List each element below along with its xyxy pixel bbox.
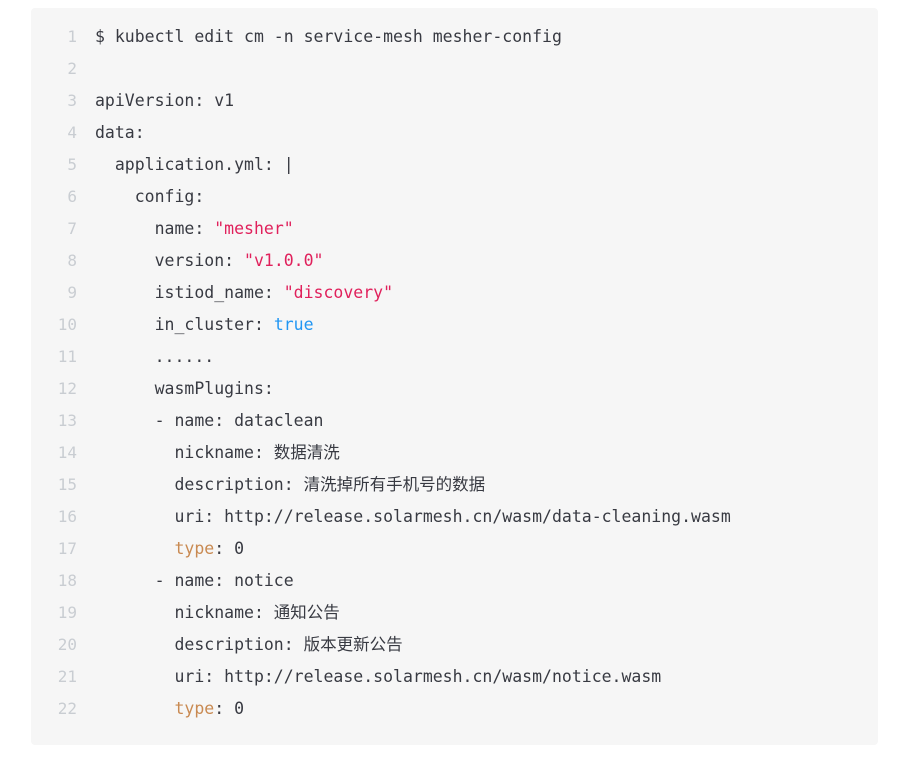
code-line: 19 nickname: 通知公告: [31, 597, 878, 629]
line-content: nickname: 通知公告: [77, 597, 340, 629]
code-token-plain: : 0: [214, 699, 245, 718]
line-number: 3: [67, 91, 77, 110]
code-line: 11 ......: [31, 341, 878, 373]
line-content: type: 0: [77, 533, 244, 565]
line-number: 4: [67, 123, 77, 142]
line-content: wasmPlugins:: [77, 373, 274, 405]
line-number: 2: [67, 59, 77, 78]
code-token-plain: description: 清洗掉所有手机号的数据: [95, 475, 486, 494]
code-line: 16 uri: http://release.solarmesh.cn/wasm…: [31, 501, 878, 533]
line-number: 21: [57, 667, 77, 686]
code-token-plain: name:: [95, 219, 215, 238]
code-line: 21 uri: http://release.solarmesh.cn/wasm…: [31, 661, 878, 693]
line-content: version: "v1.0.0": [77, 245, 324, 277]
code-token-plain: uri: http://release.solarmesh.cn/wasm/da…: [95, 507, 731, 526]
code-line: 5 application.yml: |: [31, 149, 878, 181]
code-token-plain: application.yml: |: [95, 155, 294, 174]
code-token-key: type: [174, 699, 215, 718]
code-line: 14 nickname: 数据清洗: [31, 437, 878, 469]
line-content: in_cluster: true: [77, 309, 314, 341]
code-token-plain: [95, 539, 174, 558]
code-token-plain: data:: [95, 123, 145, 142]
code-token-plain: config:: [95, 187, 205, 206]
code-token-plain: description: 版本更新公告: [95, 635, 403, 654]
code-line: 6 config:: [31, 181, 878, 213]
line-number: 11: [57, 347, 77, 366]
code-token-plain: nickname: 数据清洗: [95, 443, 340, 462]
code-line: 13 - name: dataclean: [31, 405, 878, 437]
line-content: apiVersion: v1: [77, 85, 234, 117]
line-content: data:: [77, 117, 145, 149]
line-content: application.yml: |: [77, 149, 294, 181]
line-number: 1: [67, 27, 77, 46]
line-content: uri: http://release.solarmesh.cn/wasm/da…: [77, 501, 731, 533]
code-line: 18 - name: notice: [31, 565, 878, 597]
code-token-plain: wasmPlugins:: [95, 379, 274, 398]
code-token-plain: - name: notice: [95, 571, 294, 590]
code-token-plain: istiod_name:: [95, 283, 284, 302]
code-token-boolean: true: [273, 315, 314, 334]
line-content: description: 清洗掉所有手机号的数据: [77, 469, 485, 501]
code-lines-container: 1 $ kubectl edit cm -n service-mesh meshe…: [31, 21, 878, 725]
line-content: ......: [77, 341, 215, 373]
line-number: 12: [57, 379, 77, 398]
line-content: nickname: 数据清洗: [77, 437, 340, 469]
line-number: 22: [57, 699, 77, 718]
line-number: 15: [57, 475, 77, 494]
code-line: 20 description: 版本更新公告: [31, 629, 878, 661]
code-line: 22 type: 0: [31, 693, 878, 725]
code-token-plain: in_cluster:: [95, 315, 274, 334]
code-line: 8 version: "v1.0.0": [31, 245, 878, 277]
code-token-plain: apiVersion: v1: [95, 91, 235, 110]
code-line: 3 apiVersion: v1: [31, 85, 878, 117]
code-token-plain: $ kubectl edit cm -n service-mesh mesher…: [95, 27, 562, 46]
line-content: description: 版本更新公告: [77, 629, 403, 661]
line-content: - name: notice: [77, 565, 294, 597]
code-block[interactable]: 1 $ kubectl edit cm -n service-mesh meshe…: [31, 8, 878, 745]
code-line: 9 istiod_name: "discovery": [31, 277, 878, 309]
line-number: 20: [57, 635, 77, 654]
line-number: 7: [67, 219, 77, 238]
line-content: $ kubectl edit cm -n service-mesh mesher…: [77, 21, 562, 53]
code-line: 2: [31, 53, 878, 85]
code-line: 7 name: "mesher": [31, 213, 878, 245]
code-token-key: type: [174, 539, 215, 558]
code-token-plain: [95, 699, 174, 718]
line-number: 8: [67, 251, 77, 270]
code-token-plain: : 0: [214, 539, 245, 558]
code-line: 1 $ kubectl edit cm -n service-mesh meshe…: [31, 21, 878, 53]
code-token-dots: ......: [95, 347, 215, 366]
line-content: - name: dataclean: [77, 405, 324, 437]
line-content: type: 0: [77, 693, 244, 725]
code-line: 17 type: 0: [31, 533, 878, 565]
code-line: 15 description: 清洗掉所有手机号的数据: [31, 469, 878, 501]
code-token-string: "mesher": [214, 219, 294, 238]
line-number: 13: [57, 411, 77, 430]
line-content: config:: [77, 181, 205, 213]
line-number: 9: [67, 283, 77, 302]
code-token-plain: - name: dataclean: [95, 411, 324, 430]
code-line: 10 in_cluster: true: [31, 309, 878, 341]
line-content: uri: http://release.solarmesh.cn/wasm/no…: [77, 661, 661, 693]
line-content: istiod_name: "discovery": [77, 277, 393, 309]
code-line: 12 wasmPlugins:: [31, 373, 878, 405]
line-number: 5: [67, 155, 77, 174]
code-token-plain: uri: http://release.solarmesh.cn/wasm/no…: [95, 667, 662, 686]
code-token-plain: nickname: 通知公告: [95, 603, 340, 622]
line-content: name: "mesher": [77, 213, 294, 245]
line-number: 10: [57, 315, 77, 334]
line-number: 17: [57, 539, 77, 558]
code-token-plain: version:: [95, 251, 245, 270]
code-line: 4 data:: [31, 117, 878, 149]
line-number: 16: [57, 507, 77, 526]
code-token-string: "v1.0.0": [244, 251, 324, 270]
line-number: 6: [67, 187, 77, 206]
code-token-string: "discovery": [283, 283, 394, 302]
line-number: 19: [57, 603, 77, 622]
line-number: 18: [57, 571, 77, 590]
line-number: 14: [57, 443, 77, 462]
